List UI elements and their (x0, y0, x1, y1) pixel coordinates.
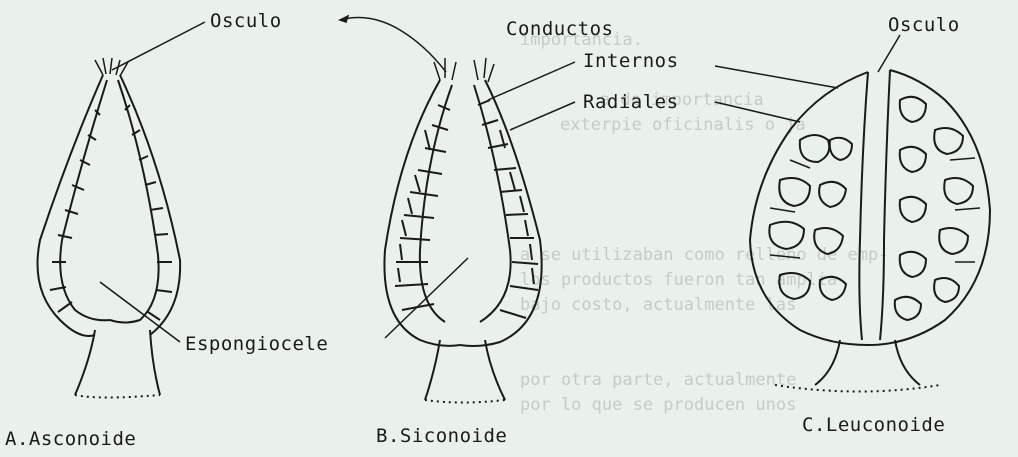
internos-label: Internos (583, 50, 679, 72)
caption-leuconoide: C.Leuconoide (802, 414, 945, 436)
caption-asconoide: A.Asconoide (5, 428, 136, 450)
osculo-left-label: Osculo (210, 10, 282, 32)
svg-text:bajo costo, actualmente las: bajo costo, actualmente las (520, 295, 796, 315)
radiales-label: Radiales (583, 91, 679, 113)
osculo-right-label: Osculo (888, 14, 960, 36)
svg-text:por otra parte, actualmente: por otra parte, actualmente (520, 370, 796, 390)
asconoide-sponge (38, 58, 181, 398)
conductos-label: Conductos (506, 18, 613, 40)
svg-text:a se utilizaban como relleno d: a se utilizaban como relleno de emp- (520, 245, 888, 265)
siconoide-sponge (384, 58, 541, 403)
svg-text:por lo que se producen unos: por lo que se producen unos (520, 395, 796, 415)
svg-text:exterpie oficinalis o ja: exterpie oficinalis o ja (560, 115, 806, 135)
espongiocele-label: Espongiocele (185, 333, 328, 355)
caption-siconoide: B.Siconoide (376, 425, 507, 447)
